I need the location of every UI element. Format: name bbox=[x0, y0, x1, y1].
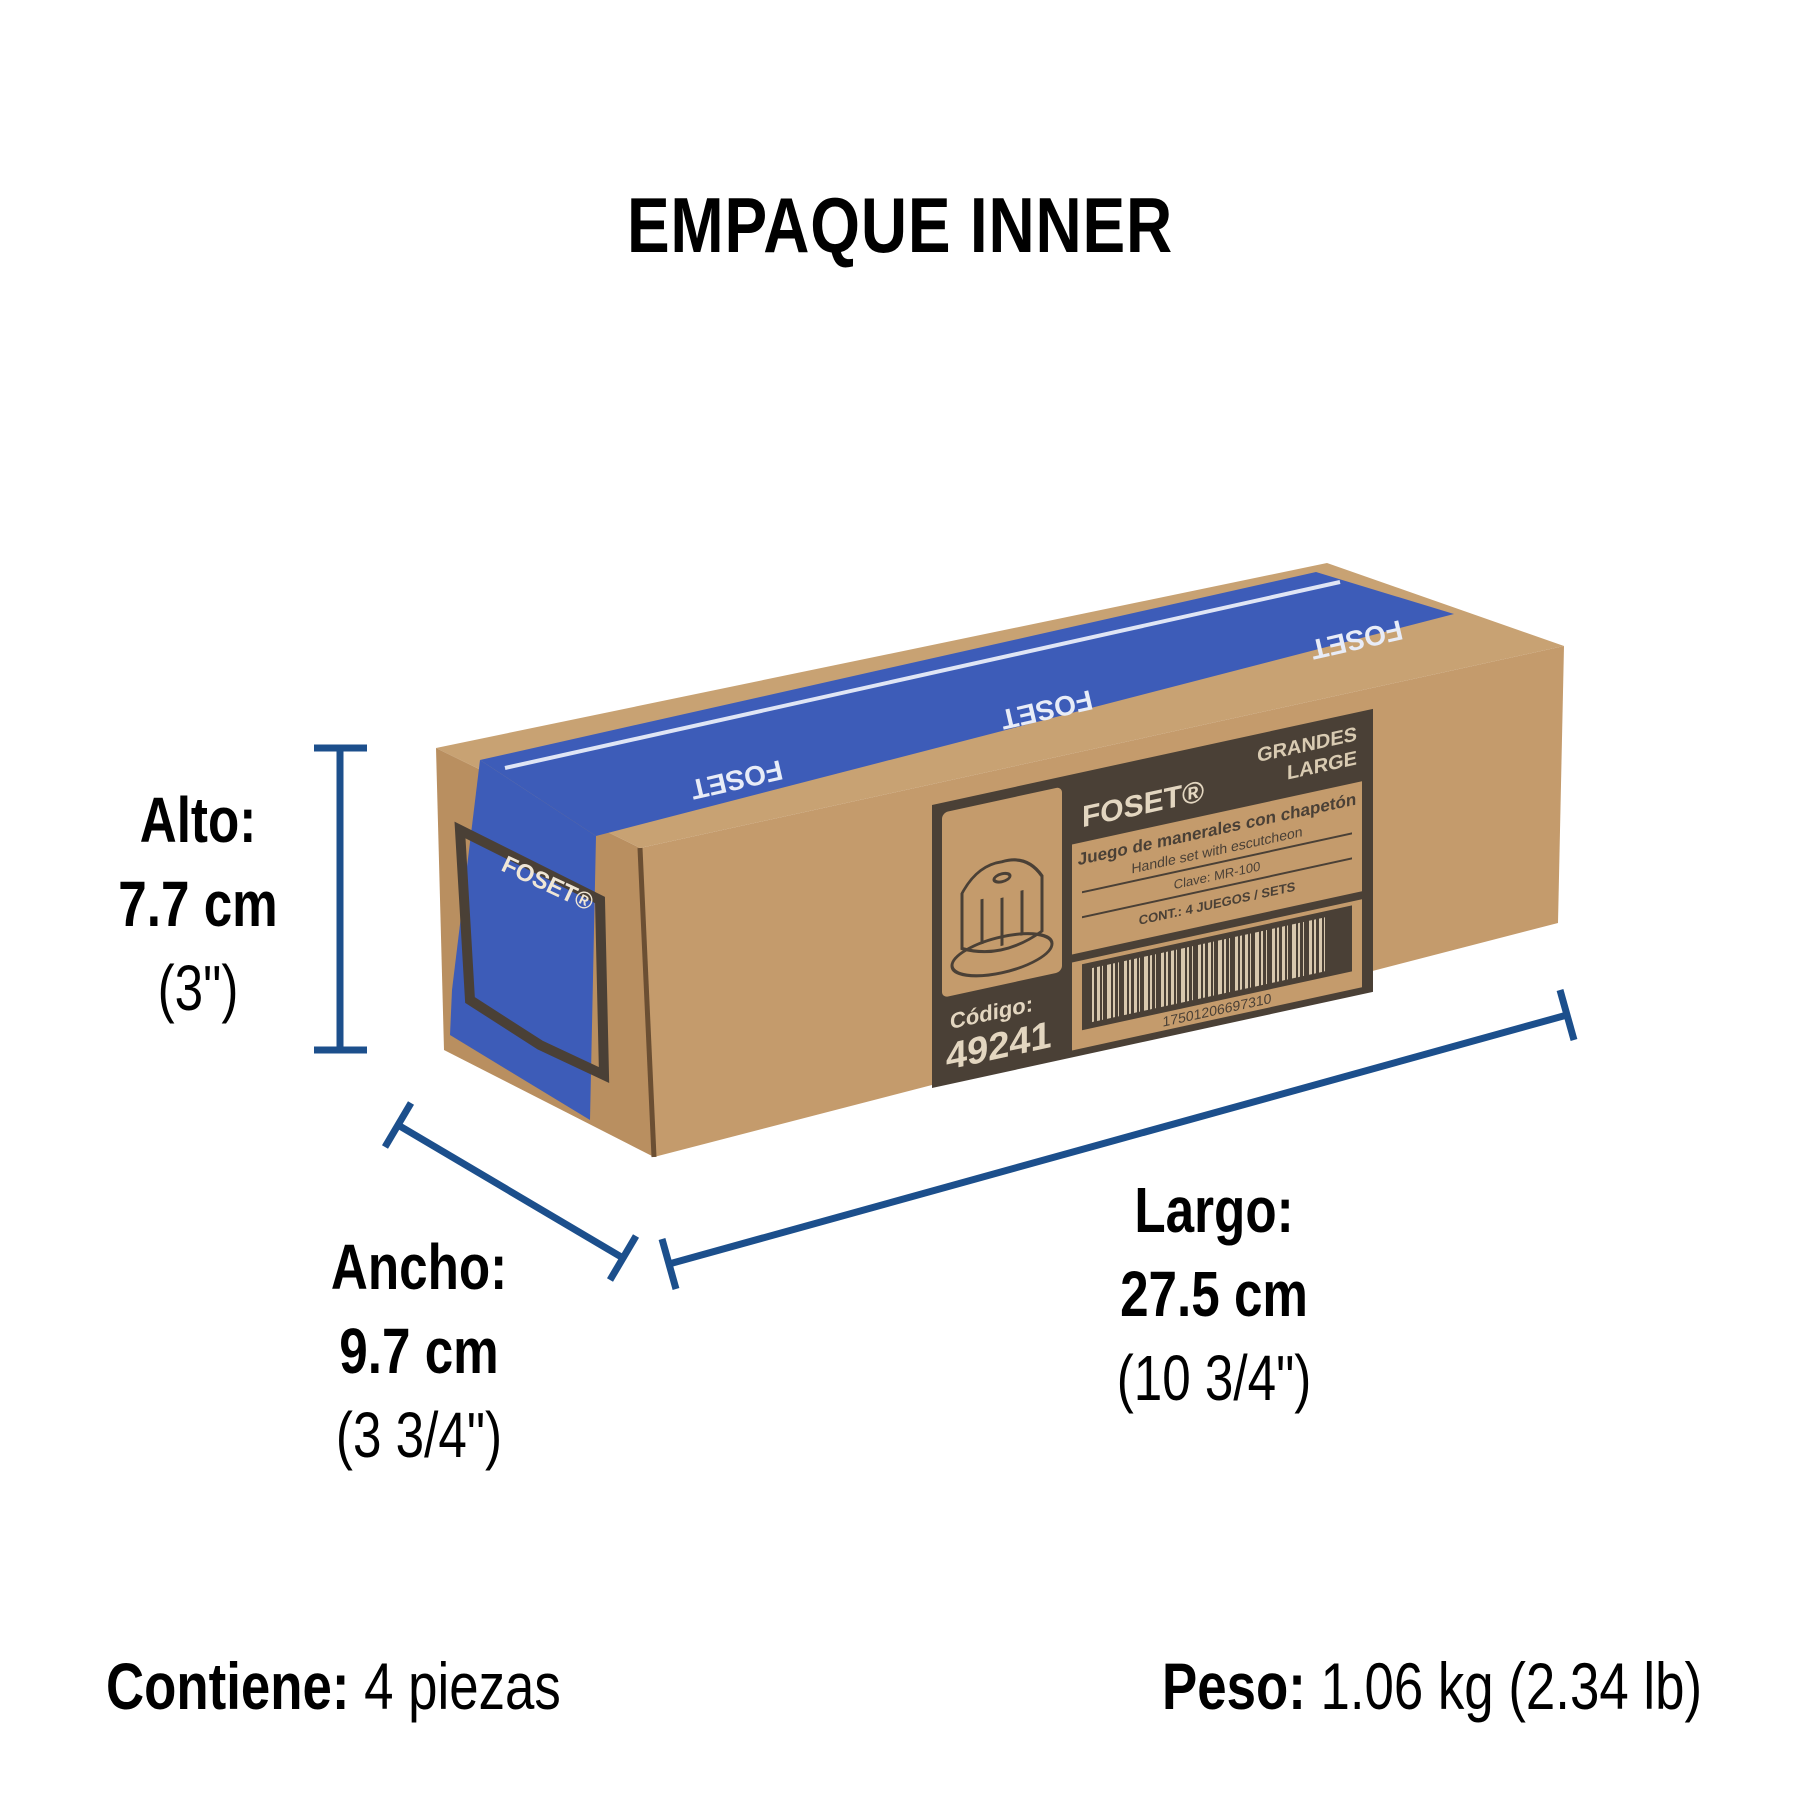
barcode-bar bbox=[1203, 943, 1205, 998]
barcode-bar bbox=[1224, 938, 1226, 994]
handle-knob-icon bbox=[950, 858, 1054, 978]
alto-metric: 7.7 cm bbox=[118, 868, 278, 940]
barcode-bar bbox=[1102, 965, 1103, 1020]
ancho-dimension: Ancho: 9.7 cm (3 3/4") bbox=[299, 1225, 539, 1477]
page-title: EMPAQUE INNER bbox=[626, 181, 1174, 269]
barcode-bar bbox=[1282, 926, 1285, 981]
largo-imperial: (10 3/4") bbox=[1116, 1342, 1312, 1414]
box-edge bbox=[637, 847, 657, 1158]
contiene-value: 4 piezas bbox=[364, 1649, 561, 1723]
barcode-bar bbox=[1266, 929, 1267, 985]
barcode-bar bbox=[1161, 952, 1164, 1008]
barcode-bar bbox=[1139, 957, 1140, 1012]
label-image-panel bbox=[942, 787, 1062, 997]
barcode-bar bbox=[1213, 941, 1214, 996]
barcode-bar bbox=[1107, 963, 1111, 1019]
tape-top bbox=[480, 572, 1454, 836]
barcode-bar bbox=[1208, 942, 1211, 997]
largo-dimension: Largo: 27.5 cm (10 3/4") bbox=[1054, 1168, 1374, 1420]
largo-metric: 27.5 cm bbox=[1120, 1258, 1308, 1330]
barcode-bar bbox=[1118, 962, 1119, 1017]
barcode-bar bbox=[1261, 930, 1263, 986]
barcode-bar bbox=[1150, 955, 1152, 1010]
barcode-bar bbox=[1192, 946, 1193, 1001]
box-product-label: Código: 49241 FOSET® GRANDES LARGE Juego… bbox=[932, 708, 1373, 1088]
peso-value: 1.06 kg (2.34 lb) bbox=[1320, 1649, 1702, 1723]
barcode-bar bbox=[1240, 935, 1242, 990]
barcode-bar bbox=[1309, 920, 1312, 975]
barcode-bar bbox=[1218, 939, 1222, 995]
barcode-bar bbox=[1277, 927, 1279, 982]
barcode-bar bbox=[1303, 921, 1304, 977]
barcode-bar bbox=[1198, 944, 1201, 1000]
barcode-bar bbox=[1171, 950, 1174, 1005]
barcode-bar bbox=[1144, 955, 1148, 1011]
barcode-bar bbox=[1250, 933, 1251, 988]
barcode-bar bbox=[1298, 922, 1300, 978]
barcode-bar bbox=[1166, 951, 1168, 1006]
ancho-metric: 9.7 cm bbox=[339, 1315, 499, 1387]
peso-label: Peso: bbox=[1161, 1649, 1306, 1723]
weight-info: Peso: 1.06 kg (2.34 lb) bbox=[1162, 1648, 1702, 1724]
barcode-bar bbox=[1187, 946, 1189, 1002]
barcode-bar bbox=[1319, 917, 1322, 973]
barcode-bar bbox=[1134, 958, 1137, 1013]
tape-end bbox=[450, 760, 596, 1120]
ancho-dimension-line bbox=[381, 1101, 640, 1282]
barcode-bar bbox=[1235, 936, 1238, 991]
barcode-bar bbox=[1113, 963, 1115, 1018]
contents-info: Contiene: 4 piezas bbox=[106, 1648, 561, 1724]
alto-label: Alto: bbox=[139, 784, 257, 856]
largo-dimension-line bbox=[658, 989, 1578, 1290]
barcode-bar bbox=[1176, 949, 1177, 1004]
alto-imperial: (3") bbox=[157, 952, 239, 1024]
barcode-bar bbox=[1272, 928, 1275, 983]
barcode-bar bbox=[1314, 919, 1316, 974]
largo-label: Largo: bbox=[1134, 1174, 1294, 1246]
barcode-bar bbox=[1292, 923, 1296, 979]
tape-stripe bbox=[504, 580, 1341, 770]
ancho-label: Ancho: bbox=[330, 1231, 508, 1303]
barcode-bar bbox=[1245, 934, 1248, 989]
barcode-bars bbox=[1092, 917, 1325, 1023]
barcode-bar bbox=[1124, 960, 1127, 1016]
label-info-panel bbox=[1072, 781, 1362, 955]
barcode-bar bbox=[1129, 959, 1131, 1015]
barcode-bar bbox=[1092, 967, 1094, 1023]
barcode-bar bbox=[1155, 954, 1156, 1009]
barcode-bar bbox=[1324, 917, 1325, 972]
barcode-bar bbox=[1181, 947, 1185, 1003]
barcode-bar bbox=[1229, 938, 1230, 993]
alto-dimension: Alto: 7.7 cm (3") bbox=[78, 778, 318, 1030]
contiene-label: Contiene: bbox=[106, 1649, 350, 1723]
ancho-imperial: (3 3/4") bbox=[335, 1399, 503, 1471]
alto-dimension-line bbox=[314, 744, 367, 1054]
barcode-bar bbox=[1287, 925, 1288, 980]
barcode-bar bbox=[1255, 931, 1259, 987]
end-print-panel bbox=[454, 821, 610, 1083]
barcode-bar bbox=[1097, 966, 1100, 1022]
